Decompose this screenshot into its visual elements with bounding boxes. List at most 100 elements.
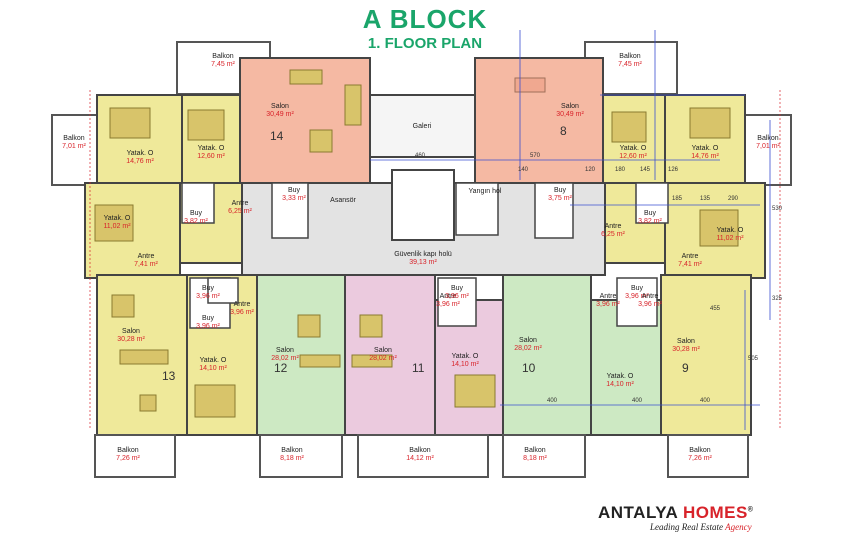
room-area: 7,26 m² [688, 455, 712, 462]
room-name: Antre [642, 293, 659, 300]
room-area: 7,01 m² [62, 143, 86, 150]
room-name: Yatak. O [200, 357, 227, 364]
room-name: Balkon [281, 447, 303, 454]
room-area: 12,60 m² [619, 153, 647, 160]
brand-registered-mark: ® [747, 506, 754, 514]
table-icon [309, 129, 333, 153]
bed-icon [187, 109, 225, 141]
room-name: Balkon [117, 447, 139, 454]
sofa-icon [299, 354, 341, 368]
balcony-bottom-2 [259, 434, 343, 478]
room-area: 14,10 m² [199, 365, 227, 372]
room-area: 3,96 m² [436, 301, 460, 308]
table-icon [297, 314, 321, 338]
unit-number: 12 [274, 361, 288, 375]
room-name: Yatak. O [452, 353, 479, 360]
dimension-label: 120 [585, 167, 596, 173]
sofa-icon [289, 69, 323, 85]
room-area: 3,75 m² [548, 195, 572, 202]
room-area: 3,96 m² [638, 301, 662, 308]
room-area: 30,28 m² [672, 346, 700, 353]
room-area: 7,45 m² [618, 61, 642, 68]
sofa-icon [119, 349, 169, 365]
room-name: Yatak. O [127, 150, 154, 157]
dimension-label: 400 [632, 398, 643, 404]
unit-number: 8 [560, 124, 567, 138]
bath-buy3 [534, 182, 574, 239]
dimension-label: 570 [530, 153, 541, 159]
room-name: Antre [234, 301, 251, 308]
unit-number: 11 [412, 361, 425, 375]
dimension-label: 145 [640, 167, 651, 173]
room-area: 3,96 m² [625, 293, 649, 300]
brand-tagline-accent: Agency [725, 522, 752, 532]
room-name: Balkon [63, 135, 85, 142]
room-name: Balkon [409, 447, 431, 454]
fire-stair [455, 182, 499, 236]
room-name: Antre [138, 253, 155, 260]
room-area: 3,33 m² [282, 195, 306, 202]
brand-tagline-main: Leading Real Estate [650, 522, 726, 532]
bath-buy6 [616, 277, 658, 327]
brand-logo: ANTALYA HOMES® Leading Real Estate Agenc… [598, 503, 753, 532]
room-area: 3,82 m² [638, 218, 662, 225]
dimension-numbers: 460 570 140 120 180 145 126 185 135 290 … [415, 153, 783, 404]
room-name: Yangın hol [469, 188, 502, 195]
brand-name: ANTALYA HOMES® [598, 503, 753, 523]
room-area: 3,96 m² [230, 309, 254, 316]
sofa-icon [351, 354, 393, 368]
brand-name-main: ANTALYA [598, 503, 678, 522]
bath-buy7 [207, 277, 239, 304]
room-area: 12,60 m² [197, 153, 225, 160]
room-name: Antre [605, 223, 622, 230]
unit-number: 13 [162, 369, 176, 383]
dimension-label: 126 [668, 167, 679, 173]
balcony-right [744, 114, 792, 186]
plan-subtitle: 1. FLOOR PLAN [367, 35, 483, 52]
room-name: Yatak. O [104, 215, 131, 222]
dimension-lines [370, 30, 771, 430]
balcony-bottom-3 [357, 434, 489, 478]
dimension-label: 505 [748, 356, 759, 362]
bath-buy-l [181, 182, 215, 224]
room-area: 14,76 m² [126, 158, 154, 165]
bed-icon [689, 107, 731, 139]
balcony-bottom-1 [94, 434, 176, 478]
room-name: Yatak. O [692, 145, 719, 152]
room-area: 14,10 m² [451, 361, 479, 368]
unit-number: 10 [522, 361, 536, 375]
room-area: 30,28 m² [117, 336, 145, 343]
room-area: 14,12 m² [406, 455, 434, 462]
brand-tagline: Leading Real Estate Agency [650, 522, 752, 532]
room-name: Yatak. O [620, 145, 647, 152]
room-area: 7,45 m² [211, 61, 235, 68]
room-area: 8,18 m² [280, 455, 304, 462]
room-name: Buy [202, 315, 215, 322]
balcony-bottom-4 [502, 434, 586, 478]
bed-icon [94, 204, 134, 242]
room-name: Balkon [689, 447, 711, 454]
plan-title: A BLOCK [362, 4, 488, 34]
room-name: Buy [190, 210, 203, 217]
room-salon10 [502, 274, 592, 436]
room-area: 3,82 m² [184, 218, 208, 225]
room-fills [51, 41, 792, 478]
room-name: Salon [122, 328, 140, 335]
unit-number: 9 [682, 361, 689, 375]
table-icon [111, 294, 135, 318]
room-area: 28,02 m² [369, 355, 397, 362]
room-name: Salon [276, 347, 294, 354]
balcony-left [51, 114, 98, 186]
bed-icon [699, 209, 739, 247]
dimension-label: 400 [700, 398, 711, 404]
room-name: Salon [271, 103, 289, 110]
room-name: Balkon [212, 53, 234, 60]
balcony-bottom-5 [667, 434, 749, 478]
room-name: Balkon [524, 447, 546, 454]
dimension-label: 530 [772, 206, 783, 212]
room-area: 14,76 m² [691, 153, 719, 160]
room-name: Salon [677, 338, 695, 345]
dimension-label: 180 [615, 167, 626, 173]
room-area: 30,49 m² [266, 111, 294, 118]
